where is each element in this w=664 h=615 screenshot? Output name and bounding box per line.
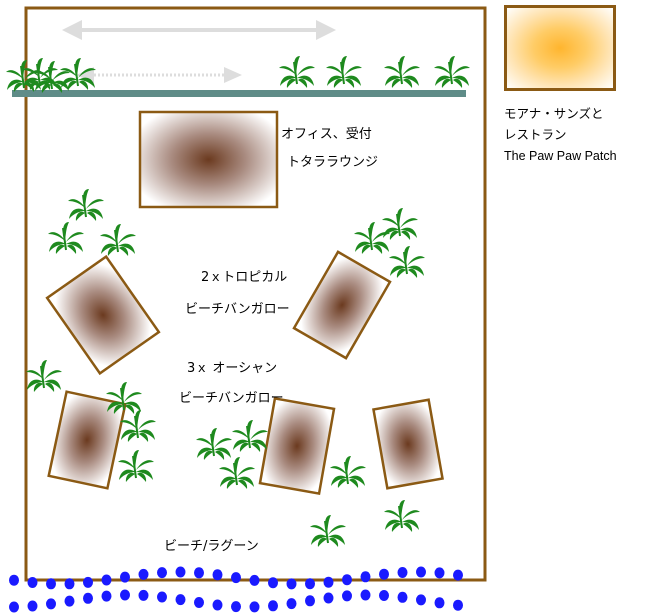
tropical-bungalow: [45, 254, 161, 376]
water-dot-icon: [64, 578, 75, 590]
water-dot-icon: [157, 567, 167, 579]
palm-plant-icon: [231, 419, 269, 453]
water-dot-icon: [46, 578, 56, 590]
tropical-bungalow: [292, 250, 392, 360]
water-dot-icon: [175, 566, 186, 578]
water-dot-icon: [138, 568, 149, 580]
water-dot-icon: [416, 566, 426, 578]
palm-plant-icon: [325, 55, 363, 89]
water-dot-icon: [434, 567, 445, 579]
water-dot-icon: [397, 591, 408, 603]
water-dot-icon: [286, 578, 297, 590]
palm-plant-icon: [67, 188, 105, 222]
water-dot-icon: [268, 577, 278, 589]
water-dot-icon: [83, 592, 93, 604]
palm-plant-icon: [218, 456, 256, 490]
water-dot-icon: [305, 595, 315, 607]
water-dot-icon: [9, 601, 19, 613]
water-dot-icon: [323, 592, 334, 604]
tropical-label-line2: ビーチバンガロー: [185, 302, 290, 317]
water-dot-icon: [194, 597, 204, 608]
tropical-label: 2ｘトロピカル ビーチバンガロー: [185, 262, 290, 326]
ocean-bungalow: [47, 390, 127, 490]
palm-plant-icon: [383, 499, 421, 533]
water-dot-icon: [101, 590, 112, 602]
water-dot-icon: [9, 574, 19, 586]
office-label: オフィス、受付 トタララウンジ: [281, 121, 378, 177]
double-arrow-icon: [62, 20, 336, 40]
water-dot-icon: [453, 599, 463, 611]
water-dot-icon: [212, 599, 223, 611]
palm-plant-icon: [433, 55, 471, 89]
water-dot-icon: [286, 598, 297, 610]
ocean-label-line2: ビーチバンガロー: [179, 391, 284, 406]
legend-line2: レストラン: [504, 128, 567, 142]
palm-plant-icon: [353, 221, 391, 255]
palm-plant-icon: [383, 55, 421, 89]
palm-plant-icon: [47, 221, 85, 255]
office-building: [138, 110, 279, 209]
ocean-bungalow: [258, 396, 336, 496]
water-dot-icon: [434, 597, 445, 609]
water-dot-icon: [101, 574, 112, 586]
palm-plant-icon: [329, 455, 367, 489]
palm-plant-icon: [119, 409, 157, 443]
ocean-label: 3ｘ オーシャン ビーチバンガロー: [179, 354, 284, 414]
water-dot-icon: [249, 601, 260, 613]
office-label-line1: オフィス、受付: [281, 127, 372, 142]
water-dot-icon: [120, 589, 130, 601]
water-dot-icon: [83, 576, 93, 588]
ocean-label-line1: 3ｘ オーシャン: [187, 361, 278, 376]
water-dot-icon: [138, 589, 149, 601]
beach-label: ビーチ/ラグーン: [164, 539, 259, 554]
tropical-label-line1: 2ｘトロピカル: [201, 270, 288, 285]
water-dot-icon: [397, 567, 408, 578]
palm-plant-icon: [117, 449, 155, 483]
dotted-arrow-icon: [76, 67, 242, 83]
palm-plant-icon: [25, 359, 63, 393]
water-dot-icon: [231, 601, 241, 613]
water-dot-icon: [64, 595, 75, 607]
water-dot-icon: [157, 591, 167, 603]
water-dot-icon: [342, 590, 352, 602]
water-dot-icon: [305, 578, 315, 590]
water-dot-icon: [379, 590, 389, 601]
palm-plant-icon: [388, 245, 426, 279]
lagoon-water: [9, 566, 463, 613]
water-dot-icon: [268, 600, 278, 612]
water-dot-icon: [453, 569, 463, 581]
water-dot-icon: [231, 572, 241, 584]
palm-plant-icon: [278, 55, 316, 89]
water-dot-icon: [27, 577, 38, 588]
water-dot-icon: [360, 571, 371, 583]
water-dot-icon: [175, 594, 186, 606]
water-dot-icon: [194, 567, 204, 579]
water-dot-icon: [416, 594, 426, 606]
water-dot-icon: [379, 568, 389, 580]
palm-plant-icon: [195, 427, 233, 461]
palm-plant-icon: [381, 207, 419, 241]
ocean-bungalow: [372, 398, 444, 490]
water-dot-icon: [342, 574, 352, 586]
restaurant-legend-label: モアナ・サンズと レストラン The Paw Paw Patch: [504, 104, 617, 167]
palm-plant-icon: [99, 223, 137, 257]
restaurant-legend-swatch: [504, 5, 616, 91]
water-dot-icon: [27, 600, 38, 612]
palm-plant-icon: [309, 514, 347, 548]
water-dot-icon: [360, 589, 371, 601]
water-dot-icon: [212, 569, 223, 581]
water-dot-icon: [120, 571, 130, 583]
legend-line3: The Paw Paw Patch: [504, 149, 617, 163]
legend-line1: モアナ・サンズと: [504, 107, 604, 121]
office-label-line2: トタララウンジ: [287, 155, 379, 170]
water-dot-icon: [46, 598, 56, 610]
walkway: [12, 90, 466, 97]
water-dot-icon: [249, 574, 260, 586]
water-dot-icon: [323, 576, 334, 588]
